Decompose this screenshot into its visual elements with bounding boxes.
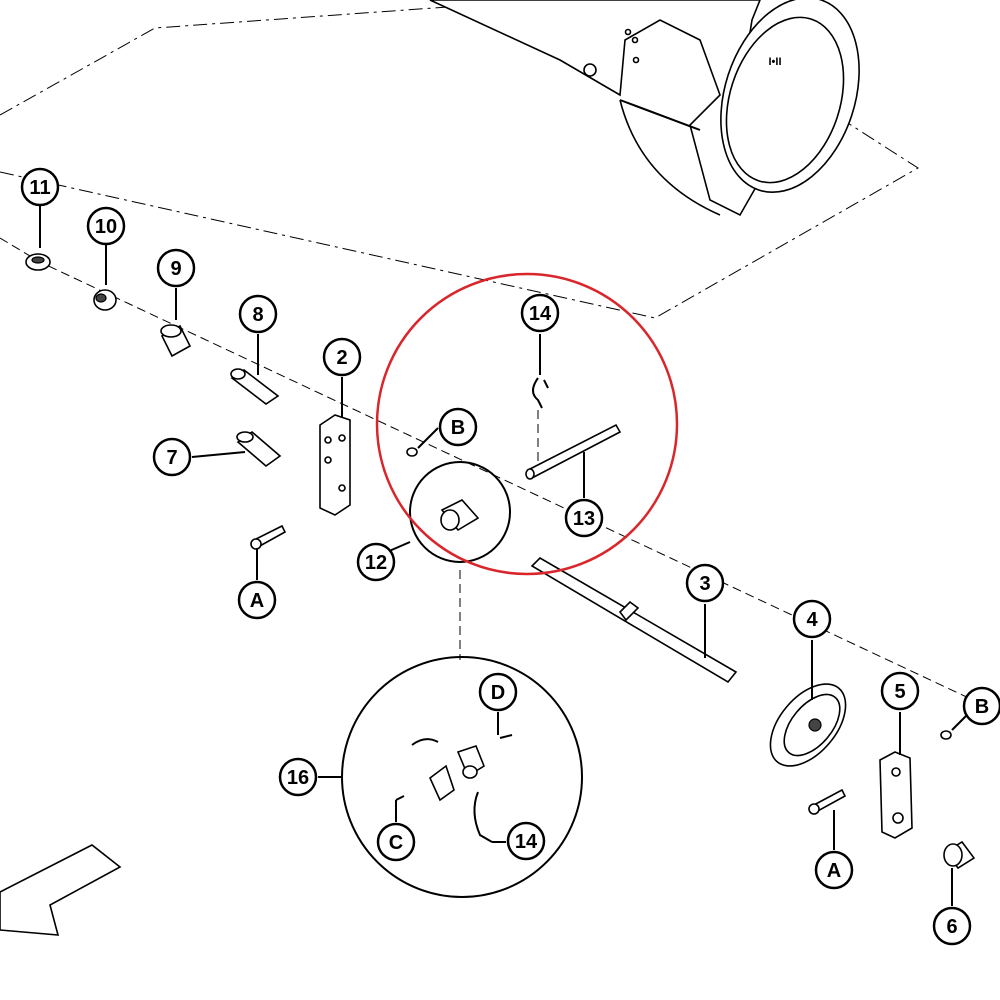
callout-5: 5 (880, 671, 920, 711)
callout-8: 8 (238, 294, 278, 334)
callout-13-label: 13 (573, 508, 595, 530)
part-6-bushing (943, 840, 976, 870)
callout-b-left-label: B (451, 417, 465, 439)
callout-a-left-label: A (250, 590, 264, 612)
callout-3: 3 (685, 563, 725, 603)
callout-d-label: D (491, 682, 505, 704)
callout-3-label: 3 (699, 573, 710, 595)
callout-d: D (478, 672, 518, 712)
callout-2: 2 (322, 337, 362, 377)
callout-6-label: 6 (946, 916, 957, 938)
blower-housing: I•II (429, 0, 860, 217)
part-8-pin (230, 368, 280, 405)
part-5-bracket (879, 751, 913, 839)
callout-a-left: A (237, 580, 277, 620)
callout-14-top: 14 (520, 293, 560, 333)
callout-a-right: A (814, 850, 854, 890)
callout-6: 6 (932, 906, 972, 946)
callout-11: 11 (20, 167, 60, 207)
part-7-pin (236, 430, 282, 468)
part-9-spacer (160, 324, 192, 358)
part-14-cotter-pin (532, 377, 549, 470)
callout-10-label: 10 (95, 216, 117, 238)
callout-c-label: C (389, 832, 403, 854)
bolt-a-right (808, 788, 847, 815)
housing-label: I•II (768, 56, 781, 68)
bolt-a-left (250, 524, 287, 550)
callout-5-label: 5 (894, 681, 905, 703)
callout-14-bottom: 14 (506, 821, 546, 861)
callout-4-label: 4 (806, 609, 818, 631)
part-4-pulley (769, 683, 847, 767)
callout-9-label: 9 (170, 258, 181, 280)
callout-b-right-label: B (975, 696, 989, 718)
callout-c: C (376, 822, 416, 862)
callout-14-top-label: 14 (529, 303, 552, 325)
leader-lines (39, 206, 971, 906)
callout-b-left: B (438, 407, 478, 447)
callout-14-bottom-label: 14 (515, 831, 538, 853)
part-2-bracket (319, 414, 351, 516)
part-3-shaft (530, 556, 738, 684)
callout-16: 16 (278, 757, 318, 797)
callout-12-label: 12 (365, 552, 387, 574)
callout-12: 12 (356, 542, 396, 582)
callout-8-label: 8 (252, 304, 263, 326)
callout-7-label: 7 (166, 447, 177, 469)
part-10-bushing (93, 289, 117, 311)
detail-16-assembly (341, 656, 583, 898)
callout-4: 4 (792, 599, 832, 639)
callout-7: 7 (152, 437, 192, 477)
callout-10: 10 (86, 206, 126, 246)
nut-b-right (940, 730, 952, 740)
callout-16-label: 16 (287, 767, 309, 789)
part-13-rod (525, 423, 622, 480)
highlight-circle (375, 272, 679, 576)
callout-2-label: 2 (336, 347, 347, 369)
part-12-collar (409, 461, 511, 563)
callout-9: 9 (156, 248, 196, 288)
callout-a-right-label: A (827, 860, 841, 882)
callout-13: 13 (564, 498, 604, 538)
callout-b-right: B (962, 686, 1000, 726)
nut-b-left (406, 447, 418, 457)
callout-11-label: 11 (29, 177, 50, 199)
part-11-bushing (25, 253, 51, 271)
direction-arrow (0, 844, 122, 936)
